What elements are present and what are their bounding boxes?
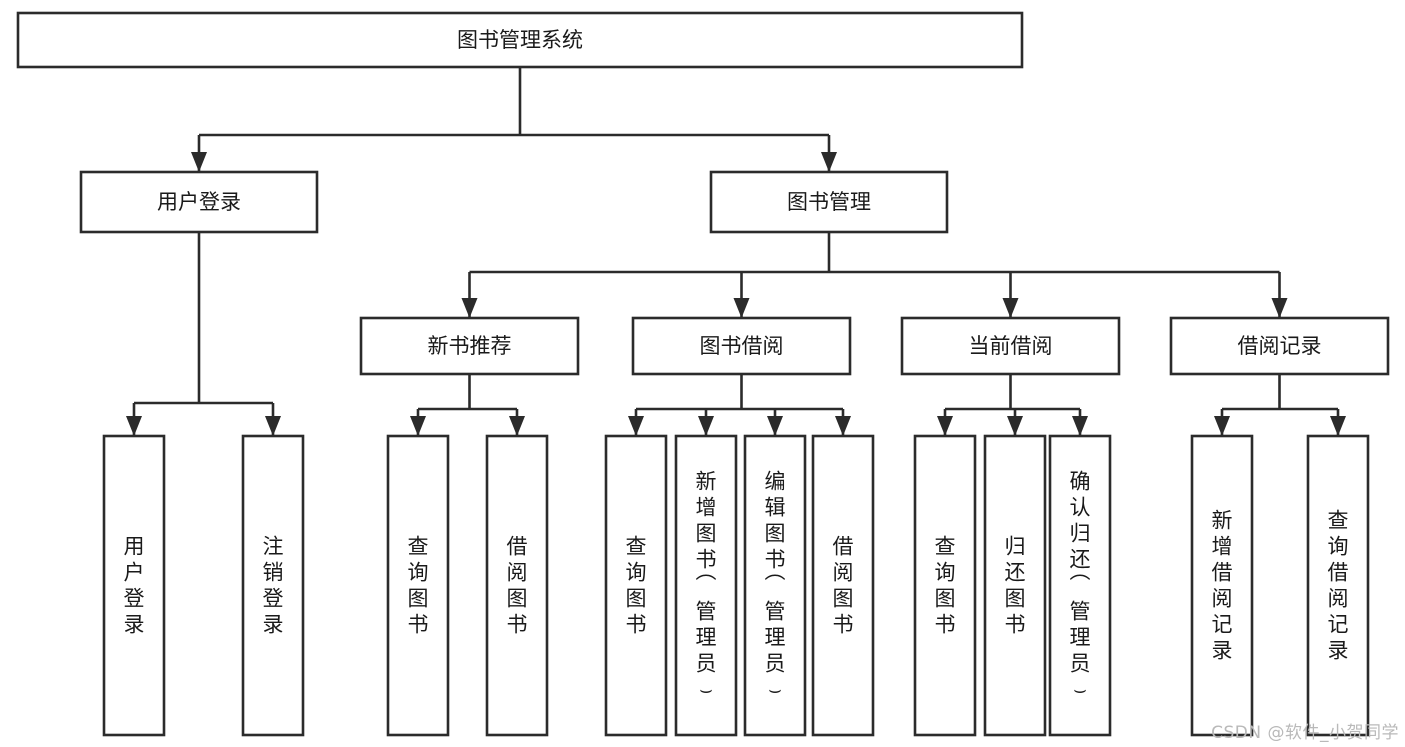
node-leaf-10[interactable]: 确认归还⌒管理员⌣ — [1048, 434, 1112, 737]
node-rect[interactable] — [674, 434, 738, 737]
node-label: 用户登录 — [157, 190, 241, 214]
node-label: 借阅图书 — [507, 535, 528, 637]
arrow-head-icon — [410, 416, 426, 436]
arrow-head-icon — [733, 298, 750, 318]
node-rect[interactable] — [743, 434, 807, 737]
node-label: 当前借阅 — [969, 334, 1053, 358]
node-label: 新书推荐 — [428, 334, 512, 358]
node-rect[interactable] — [386, 434, 450, 737]
node-rect[interactable] — [604, 434, 668, 737]
arrow-head-icon — [821, 152, 837, 172]
node-leaf-6[interactable]: 编辑图书⌒管理员⌣ — [743, 434, 807, 737]
arrow-head-icon — [461, 298, 478, 318]
node-leaf-8[interactable]: 查询图书 — [913, 434, 977, 737]
node-rect[interactable] — [102, 434, 166, 737]
arrow-head-icon — [835, 416, 851, 436]
node-rect[interactable] — [485, 434, 549, 737]
node-label: 查询图书 — [408, 535, 429, 637]
node-label: 图书管理系统 — [457, 28, 583, 52]
node-label: 编辑图书⌒管理员⌣ — [765, 470, 786, 702]
node-rect[interactable] — [241, 434, 305, 737]
arrow-head-icon — [191, 152, 207, 172]
node-rect[interactable] — [913, 434, 977, 737]
arrow-head-icon — [1330, 416, 1346, 436]
node-label: 查询图书 — [935, 535, 956, 637]
arrow-head-icon — [1007, 416, 1023, 436]
node-leaf-3[interactable]: 借阅图书 — [485, 434, 549, 737]
node-label: 注销登录 — [263, 535, 284, 637]
node-layer: 图书管理系统用户登录图书管理新书推荐图书借阅当前借阅借阅记录用户登录注销登录查询… — [16, 11, 1390, 737]
arrow-head-icon — [126, 416, 142, 436]
node-leaf-1[interactable]: 注销登录 — [241, 434, 305, 737]
arrow-head-icon — [698, 416, 714, 436]
node-level2-1[interactable]: 图书管理 — [709, 170, 949, 234]
arrow-head-icon — [1214, 416, 1230, 436]
node-rect[interactable] — [79, 170, 319, 234]
node-label: 新增借阅记录 — [1212, 509, 1233, 663]
node-label: 查询借阅记录 — [1328, 509, 1349, 663]
node-leaf-7[interactable]: 借阅图书 — [811, 434, 875, 737]
node-label: 图书管理 — [787, 190, 871, 214]
node-level3-2[interactable]: 当前借阅 — [900, 316, 1121, 376]
arrow-head-icon — [509, 416, 525, 436]
connector-layer — [126, 67, 1346, 436]
node-label: 归还图书 — [1005, 535, 1026, 637]
node-level2-0[interactable]: 用户登录 — [79, 170, 319, 234]
arrow-head-icon — [1072, 416, 1088, 436]
node-rect[interactable] — [709, 170, 949, 234]
node-level3-1[interactable]: 图书借阅 — [631, 316, 852, 376]
node-leaf-5[interactable]: 新增图书⌒管理员⌣ — [674, 434, 738, 737]
node-leaf-12[interactable]: 查询借阅记录 — [1306, 434, 1370, 737]
arrow-head-icon — [628, 416, 644, 436]
node-level3-3[interactable]: 借阅记录 — [1169, 316, 1390, 376]
node-leaf-11[interactable]: 新增借阅记录 — [1190, 434, 1254, 737]
node-label: 用户登录 — [124, 535, 145, 637]
node-rect[interactable] — [983, 434, 1047, 737]
node-label: 确认归还⌒管理员⌣ — [1070, 470, 1091, 702]
node-root[interactable]: 图书管理系统 — [16, 11, 1024, 69]
arrow-head-icon — [1271, 298, 1288, 318]
node-leaf-2[interactable]: 查询图书 — [386, 434, 450, 737]
node-rect[interactable] — [900, 316, 1121, 376]
node-rect[interactable] — [1169, 316, 1390, 376]
watermark-text: CSDN @软件_小贺同学 — [1211, 723, 1399, 743]
arrow-head-icon — [1002, 298, 1019, 318]
node-leaf-4[interactable]: 查询图书 — [604, 434, 668, 737]
node-leaf-0[interactable]: 用户登录 — [102, 434, 166, 737]
node-leaf-9[interactable]: 归还图书 — [983, 434, 1047, 737]
node-rect[interactable] — [811, 434, 875, 737]
arrow-head-icon — [265, 416, 281, 436]
node-rect[interactable] — [1306, 434, 1370, 737]
node-rect[interactable] — [16, 11, 1024, 69]
node-label: 查询图书 — [626, 535, 647, 637]
node-label: 借阅记录 — [1238, 334, 1322, 358]
node-rect[interactable] — [359, 316, 580, 376]
node-rect[interactable] — [1048, 434, 1112, 737]
node-rect[interactable] — [1190, 434, 1254, 737]
node-label: 图书借阅 — [700, 334, 784, 358]
arrow-head-icon — [767, 416, 783, 436]
node-rect[interactable] — [631, 316, 852, 376]
node-label: 新增图书⌒管理员⌣ — [696, 470, 717, 702]
node-level3-0[interactable]: 新书推荐 — [359, 316, 580, 376]
node-label: 借阅图书 — [833, 535, 854, 637]
arrow-head-icon — [937, 416, 953, 436]
